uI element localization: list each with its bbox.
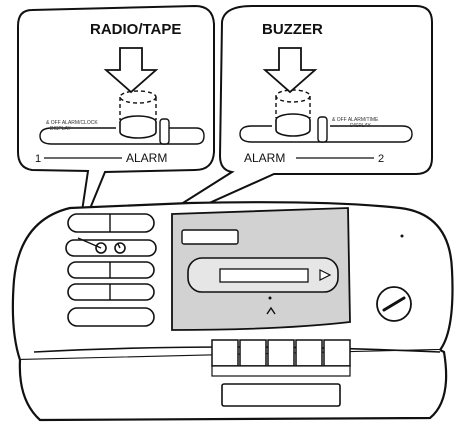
cassette-key: [323, 339, 351, 367]
button-top: [67, 213, 155, 233]
alarm-button-pressed: [119, 122, 157, 139]
display-window: [181, 229, 239, 245]
scale-label-right: ALARM: [244, 151, 285, 165]
buzzer-button-pressed: [275, 120, 311, 137]
callout-title-left: RADIO/TAPE: [90, 21, 181, 38]
alarm-button-row: [65, 239, 157, 257]
down-arrow-icon: [103, 47, 159, 94]
switch-text-bottom-left: DISPLAY: [50, 126, 71, 132]
cassette-window: [219, 268, 309, 283]
callout-bubble-right: [117, 5, 433, 245]
cassette-keys: [211, 339, 351, 377]
callout-title-right: BUZZER: [262, 21, 323, 38]
slider-knob-right: [317, 116, 328, 143]
clock-radio-body: [11, 201, 454, 422]
radio-tape-callout: RADIO/TAPE & OFF ALARM/CLOCK DISPLAY 1 A…: [17, 4, 215, 239]
button-row-3: [67, 261, 155, 279]
cassette-key: [267, 339, 295, 367]
switch-text-top-left: & OFF ALARM/CLOCK: [46, 120, 98, 126]
button-row-4: [67, 283, 155, 301]
slider-knob-left: [159, 118, 170, 145]
pointer-line-left: [77, 237, 102, 249]
cassette-key: [295, 339, 323, 367]
scale-start-left: 1: [35, 153, 41, 165]
switch-text-top-right: & OFF ALARM/TIME: [332, 117, 379, 123]
switch-text-bottom-right: DISPLAY: [350, 123, 371, 129]
pointer-line-right: [117, 243, 121, 249]
large-button: [67, 307, 155, 327]
callout-bubble-left: [17, 4, 215, 239]
play-triangle-icon: [319, 269, 332, 281]
cassette-key: [239, 339, 267, 367]
scale-label-left: ALARM: [126, 151, 167, 165]
scale-end-right: 2: [378, 153, 384, 165]
cassette-key: [211, 339, 239, 367]
bottom-slot: [221, 383, 341, 407]
buzzer-callout: BUZZER & OFF ALARM/TIME DISPLAY ALARM 2: [117, 5, 433, 245]
down-arrow-icon: [262, 47, 318, 94]
